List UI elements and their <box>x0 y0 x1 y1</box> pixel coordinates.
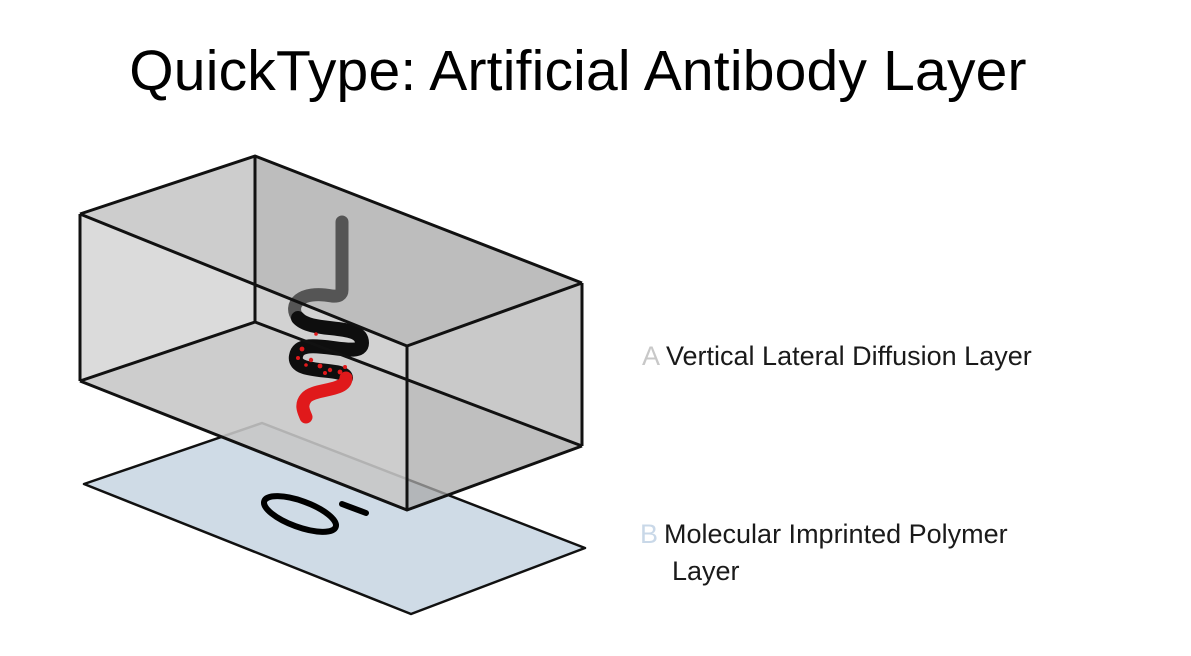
box-front-face <box>80 214 407 510</box>
molecule-stem <box>288 215 349 325</box>
diffusion-layer-box <box>80 156 582 510</box>
label-b-text-line1: Molecular Imprinted Polymer <box>664 519 1008 549</box>
molecule-tail <box>296 371 353 424</box>
imprint-mark <box>261 493 369 535</box>
label-a-text: Vertical Lateral Diffusion Layer <box>666 341 1032 371</box>
label-a-letter: A <box>642 341 661 371</box>
box-edges <box>78 154 584 512</box>
label-b-text-line2: Layer <box>672 556 740 586</box>
diagram-title: QuickType: Artificial Antibody Layer <box>129 39 1027 103</box>
label-b-letter: B <box>640 519 659 549</box>
molecule <box>288 215 369 424</box>
molecule-body <box>289 311 369 385</box>
molecule-dots <box>296 332 347 375</box>
